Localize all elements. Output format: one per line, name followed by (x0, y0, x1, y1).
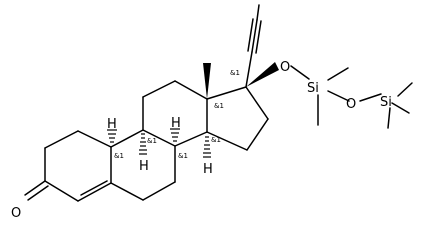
ring-d (206, 86, 269, 151)
stereo-c17-label: &1 (230, 69, 240, 77)
ring-b (110, 129, 176, 201)
hydrogen-c14-label: H (203, 162, 213, 177)
ether-oxygen-2-label: O (346, 97, 356, 112)
molecule-structure: O O Si O Si H H H H &1 &1 &1 &1 &1 &1 (11, 4, 413, 221)
silicon-2-label: Si (380, 95, 392, 110)
stereo-c14-label: &1 (211, 136, 221, 144)
ketone-group (24, 180, 49, 201)
hydrogen-c8-label: H (171, 116, 181, 131)
ethynyl-group (245, 4, 262, 88)
ring-c (142, 80, 208, 147)
stereo-c9-label: &1 (147, 137, 157, 145)
hydrogen-c9-label: H (139, 159, 149, 174)
ether-oxygen-1-label: O (280, 60, 290, 75)
hydrogen-c10-label: H (107, 117, 117, 132)
ring-a (44, 130, 112, 202)
stereo-c13-label: &1 (214, 102, 224, 110)
stereo-c8-label: &1 (178, 152, 188, 160)
siloxane-chain (290, 65, 413, 129)
stereo-bonds (107, 62, 279, 158)
ketone-oxygen-label: O (11, 206, 21, 221)
silicon-1-label: Si (307, 81, 319, 96)
stereo-c10-label: &1 (114, 152, 124, 160)
